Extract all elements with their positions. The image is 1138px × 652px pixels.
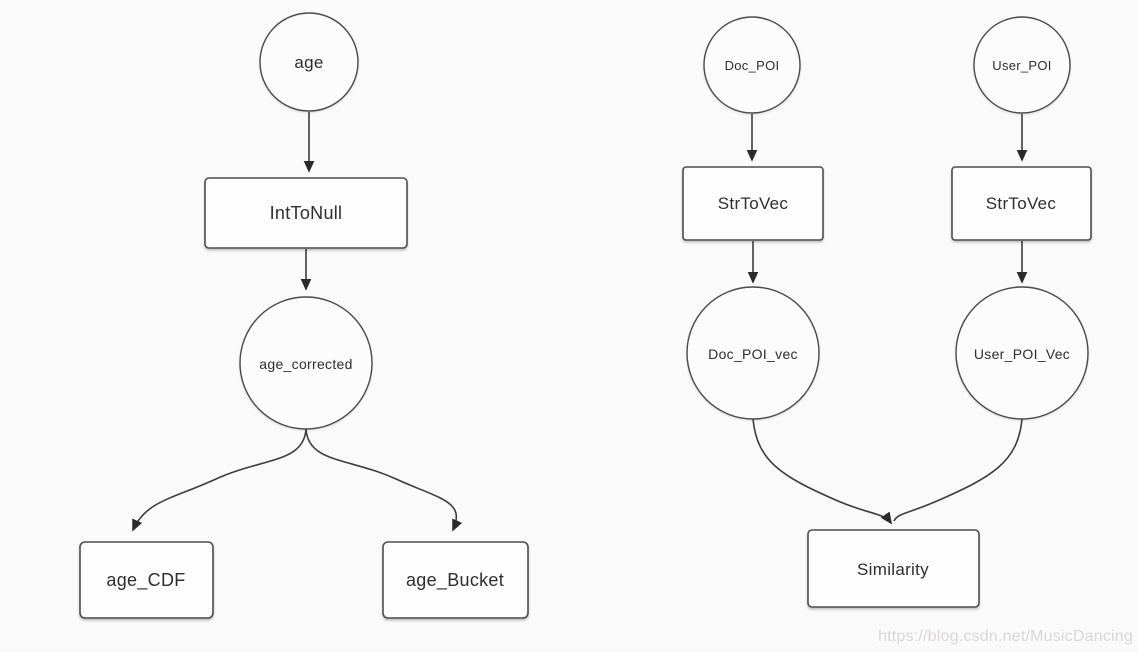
- node-docpoivec-label: Doc_POI_vec: [708, 346, 798, 362]
- node-docpoi-label: Doc_POI: [725, 58, 780, 73]
- node-agebucket-label: age_Bucket: [406, 570, 504, 591]
- node-agecdf-box: [79, 541, 214, 619]
- node-userpoivec-circle: [955, 286, 1089, 420]
- node-age-label: age: [294, 53, 323, 72]
- right-flow-group: Doc_POI User_POI StrToVec StrToVec Doc_P…: [682, 16, 1092, 608]
- node-inttonull-label: IntToNull: [270, 203, 343, 223]
- node-userpoi-label: User_POI: [992, 58, 1051, 73]
- node-strtovec-user-label: StrToVec: [986, 194, 1057, 213]
- node-agecorrected-label: age_corrected: [259, 356, 352, 372]
- edge-agecorrected-to-agecdf: [132, 428, 307, 532]
- node-agebucket-box: [382, 541, 529, 619]
- node-docpoivec-circle: [686, 286, 820, 420]
- edge-agecorrected-to-agebucket: [305, 428, 463, 532]
- node-strtovec-doc-label: StrToVec: [718, 194, 789, 213]
- node-userpoi-circle: [973, 16, 1071, 114]
- edge-userpoivec-to-similarity: [893, 418, 1023, 522]
- watermark-url: https://blog.csdn.net/MusicDancing: [878, 628, 1133, 645]
- node-strtovec-doc-box: [682, 166, 824, 241]
- node-similarity-label: Similarity: [857, 560, 929, 579]
- node-age-circle: [259, 12, 359, 112]
- edge-docpoivec-to-similarity: [752, 418, 893, 525]
- node-strtovec-user-box: [951, 166, 1092, 241]
- node-inttonull-box: [204, 177, 408, 249]
- left-flow-group: age IntToNull age_corrected age_CDF age_…: [79, 12, 529, 619]
- node-docpoi-circle: [703, 16, 801, 114]
- node-similarity-box: [807, 529, 980, 608]
- node-userpoivec-label: User_POI_Vec: [974, 346, 1070, 362]
- node-agecdf-label: age_CDF: [106, 570, 185, 591]
- node-agecorrected-circle: [239, 296, 373, 430]
